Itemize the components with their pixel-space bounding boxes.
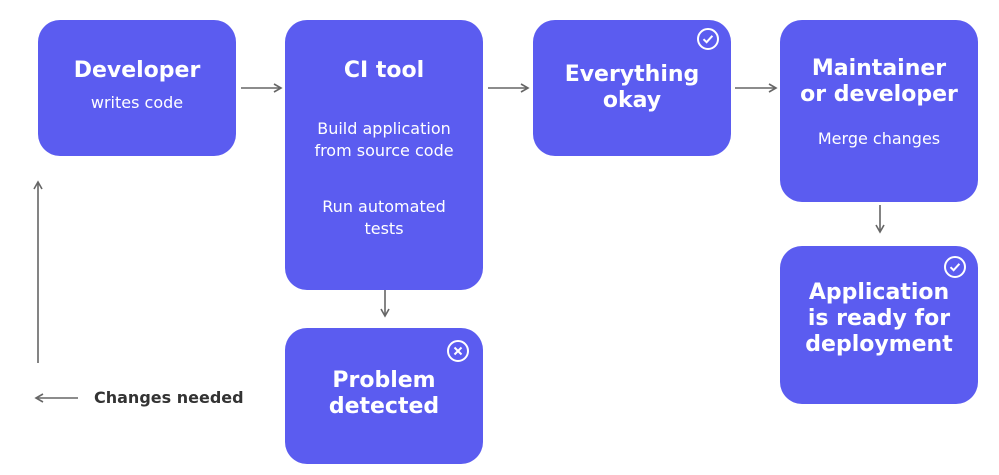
node-maintainer: Maintainer or developer Merge changes — [780, 20, 978, 202]
check-circle-icon — [697, 28, 719, 50]
node-maintainer-subtitle: Merge changes — [817, 129, 941, 148]
node-ci-tool-step-build: Build application from source code — [314, 119, 454, 160]
node-everything-okay-title: Everything okay — [564, 62, 700, 113]
feedback-label: Changes needed — [94, 388, 244, 407]
node-problem-detected: Problem detected — [285, 328, 483, 464]
node-maintainer-title: Maintainer or developer — [800, 56, 958, 107]
node-problem-detected-title: Problem detected — [328, 368, 440, 419]
node-application-ready: Application is ready for deployment — [780, 246, 978, 404]
check-circle-icon — [944, 256, 966, 278]
node-developer: Developer writes code — [38, 20, 236, 156]
node-everything-okay: Everything okay — [533, 20, 731, 156]
node-ci-tool-step-tests: Run automated tests — [322, 197, 446, 238]
node-developer-title: Developer — [73, 58, 201, 83]
node-ci-tool: CI tool Build application from source co… — [285, 20, 483, 290]
node-application-ready-title: Application is ready for deployment — [805, 280, 953, 357]
x-circle-icon — [447, 340, 469, 362]
node-developer-subtitle: writes code — [90, 93, 184, 112]
node-ci-tool-title: CI tool — [343, 58, 425, 83]
